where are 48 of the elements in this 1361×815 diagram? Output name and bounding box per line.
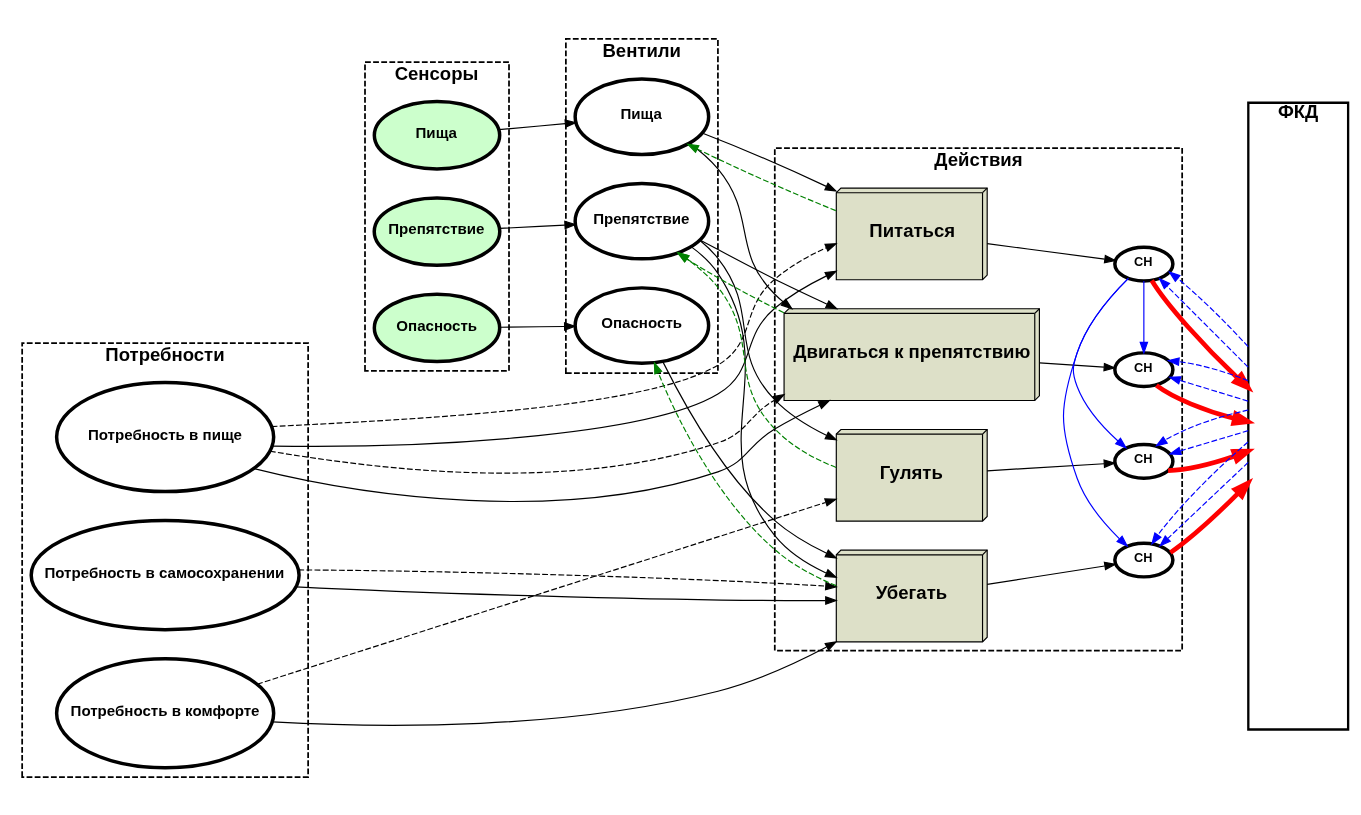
arrow [269, 393, 786, 474]
node-ellipse: Опасность [573, 285, 711, 365]
node-ellipse: Препятствие [372, 195, 502, 267]
node-ellipse: Опасность [372, 292, 502, 363]
node-ellipse: СН [1113, 540, 1175, 579]
arrow [1169, 477, 1254, 555]
arrow [271, 640, 838, 726]
arrow [699, 239, 839, 309]
arrow [1154, 409, 1249, 447]
arrow [688, 142, 794, 310]
arrow [1167, 448, 1255, 473]
arrow [1139, 280, 1149, 355]
node-ellipse: Пища [372, 99, 502, 171]
arrow [1158, 276, 1249, 368]
arrow [986, 561, 1117, 585]
arrow [662, 360, 838, 559]
arrow [295, 585, 838, 605]
node-box: ФКД [1247, 101, 1350, 731]
node-ellipse: СН [1113, 350, 1175, 388]
arrow [1166, 356, 1249, 381]
arrow [1039, 361, 1117, 372]
arrow [1168, 429, 1249, 455]
arrow [498, 118, 578, 130]
node-ellipse: СН [1113, 245, 1175, 283]
node-ellipse: Потребность в самосохранении [29, 518, 301, 631]
arrow [256, 497, 838, 685]
arrow [271, 270, 838, 447]
arrow [1062, 277, 1129, 547]
arrow [1150, 440, 1249, 545]
node-ellipse: СН [1113, 442, 1175, 480]
arrow [686, 143, 837, 211]
arrow [1168, 375, 1249, 402]
arrow [1155, 382, 1255, 426]
arrow [699, 239, 838, 441]
arrow [1168, 270, 1249, 347]
arrow [1149, 278, 1254, 392]
node-ellipse: Потребность в пище [54, 380, 276, 493]
arrow [690, 245, 838, 578]
arrow [986, 242, 1117, 263]
arrow [653, 360, 837, 586]
arrow [253, 399, 831, 502]
arrow [499, 321, 577, 331]
arrow [701, 131, 838, 192]
arrow [271, 242, 838, 427]
arrow [1158, 461, 1249, 547]
arrow [986, 458, 1117, 471]
arrow [297, 568, 838, 591]
node-ellipse: Потребность в комфорте [54, 656, 276, 770]
